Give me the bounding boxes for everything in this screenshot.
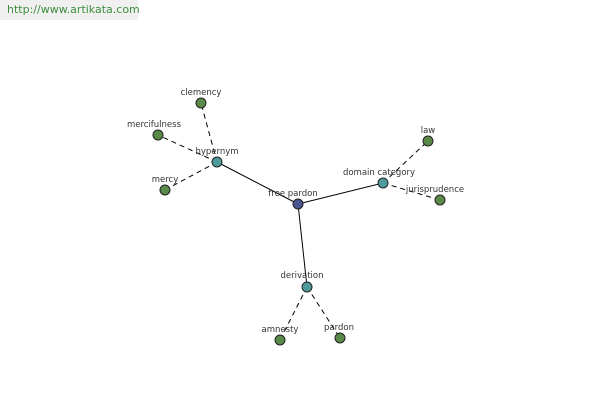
edge-hypernym-mercy <box>164 161 218 191</box>
edge-derivation-pardon <box>306 286 341 339</box>
node-free-pardon[interactable] <box>292 198 304 210</box>
node-derivation[interactable] <box>301 281 313 293</box>
label-clemency: clemency <box>181 88 222 98</box>
label-free-pardon: free pardon <box>268 189 317 199</box>
node-pardon[interactable] <box>334 332 346 344</box>
edge-hypernym-clemency <box>200 102 218 163</box>
node-clemency[interactable] <box>195 97 207 109</box>
label-pardon: pardon <box>324 323 354 333</box>
edge-domain-jurisprudence <box>382 182 441 201</box>
edge-center-derivation <box>297 203 308 288</box>
node-law[interactable] <box>422 135 434 147</box>
label-law: law <box>421 126 436 136</box>
edge-hypernym-mercifulness <box>157 134 218 163</box>
node-mercifulness[interactable] <box>152 129 164 141</box>
node-jurisprudence[interactable] <box>434 194 446 206</box>
node-domain-category[interactable] <box>377 177 389 189</box>
label-mercy: mercy <box>152 175 179 185</box>
node-mercy[interactable] <box>159 184 171 196</box>
label-amnesty: amnesty <box>262 325 299 335</box>
edge-domain-law <box>382 140 429 184</box>
label-domain-category: domain category <box>343 168 415 178</box>
edge-derivation-amnesty <box>279 286 308 341</box>
watermark-url: http://www.artikata.com <box>0 0 140 20</box>
node-hypernym[interactable] <box>211 156 223 168</box>
label-derivation: derivation <box>280 271 323 281</box>
edge-center-hypernym <box>216 161 299 205</box>
edge-center-domain-category <box>297 182 384 205</box>
label-jurisprudence: jurisprudence <box>405 185 464 195</box>
node-amnesty[interactable] <box>274 334 286 346</box>
label-mercifulness: mercifulness <box>127 120 182 130</box>
label-hypernym: hypernym <box>195 147 238 157</box>
